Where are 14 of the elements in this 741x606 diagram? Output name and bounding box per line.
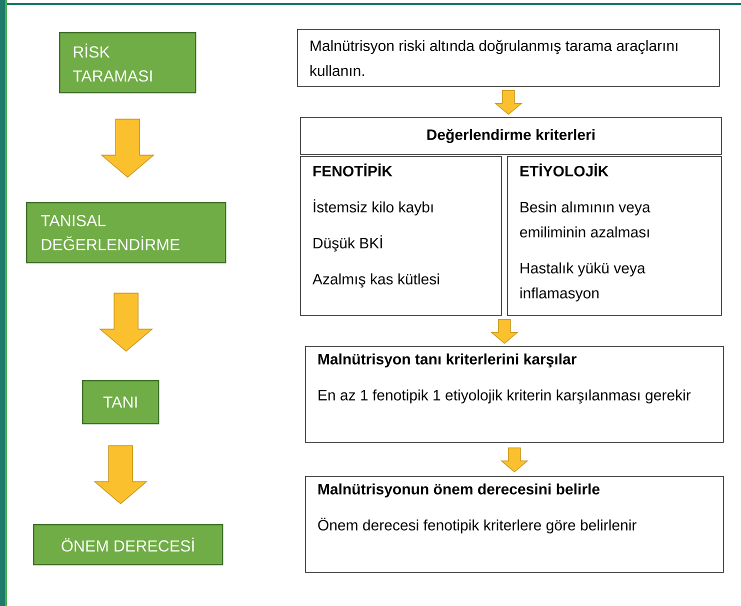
block-arrow: [490, 319, 519, 344]
step-box: TANISAL DEĞERLENDİRME: [26, 202, 226, 264]
block-arrow: [500, 448, 529, 472]
info-box: Malnütrisyon tanı kriterlerini karşılar En az 1 fenotipik 1 etiyolojik kriterin karşılanması gerekir: [305, 346, 724, 443]
info-box: Malnütrisyon riski altında doğrulanmış tarama araçlarını kullanın.: [297, 29, 720, 87]
block-arrow: [494, 90, 523, 115]
block-arrow: [94, 445, 148, 504]
block-arrow: [99, 292, 154, 352]
block-arrow: [100, 118, 155, 178]
step-box: RİSK TARAMASI: [59, 32, 196, 94]
info-box: Değerlendirme kriterleri: [300, 117, 722, 155]
step-box: TANI: [82, 380, 160, 424]
step-box: ÖNEM DERECESİ: [33, 524, 224, 566]
info-box: Malnütrisyonun önem derecesini belirle Önem derecesi fenotipik kriterlere göre belirlenir: [305, 476, 724, 573]
